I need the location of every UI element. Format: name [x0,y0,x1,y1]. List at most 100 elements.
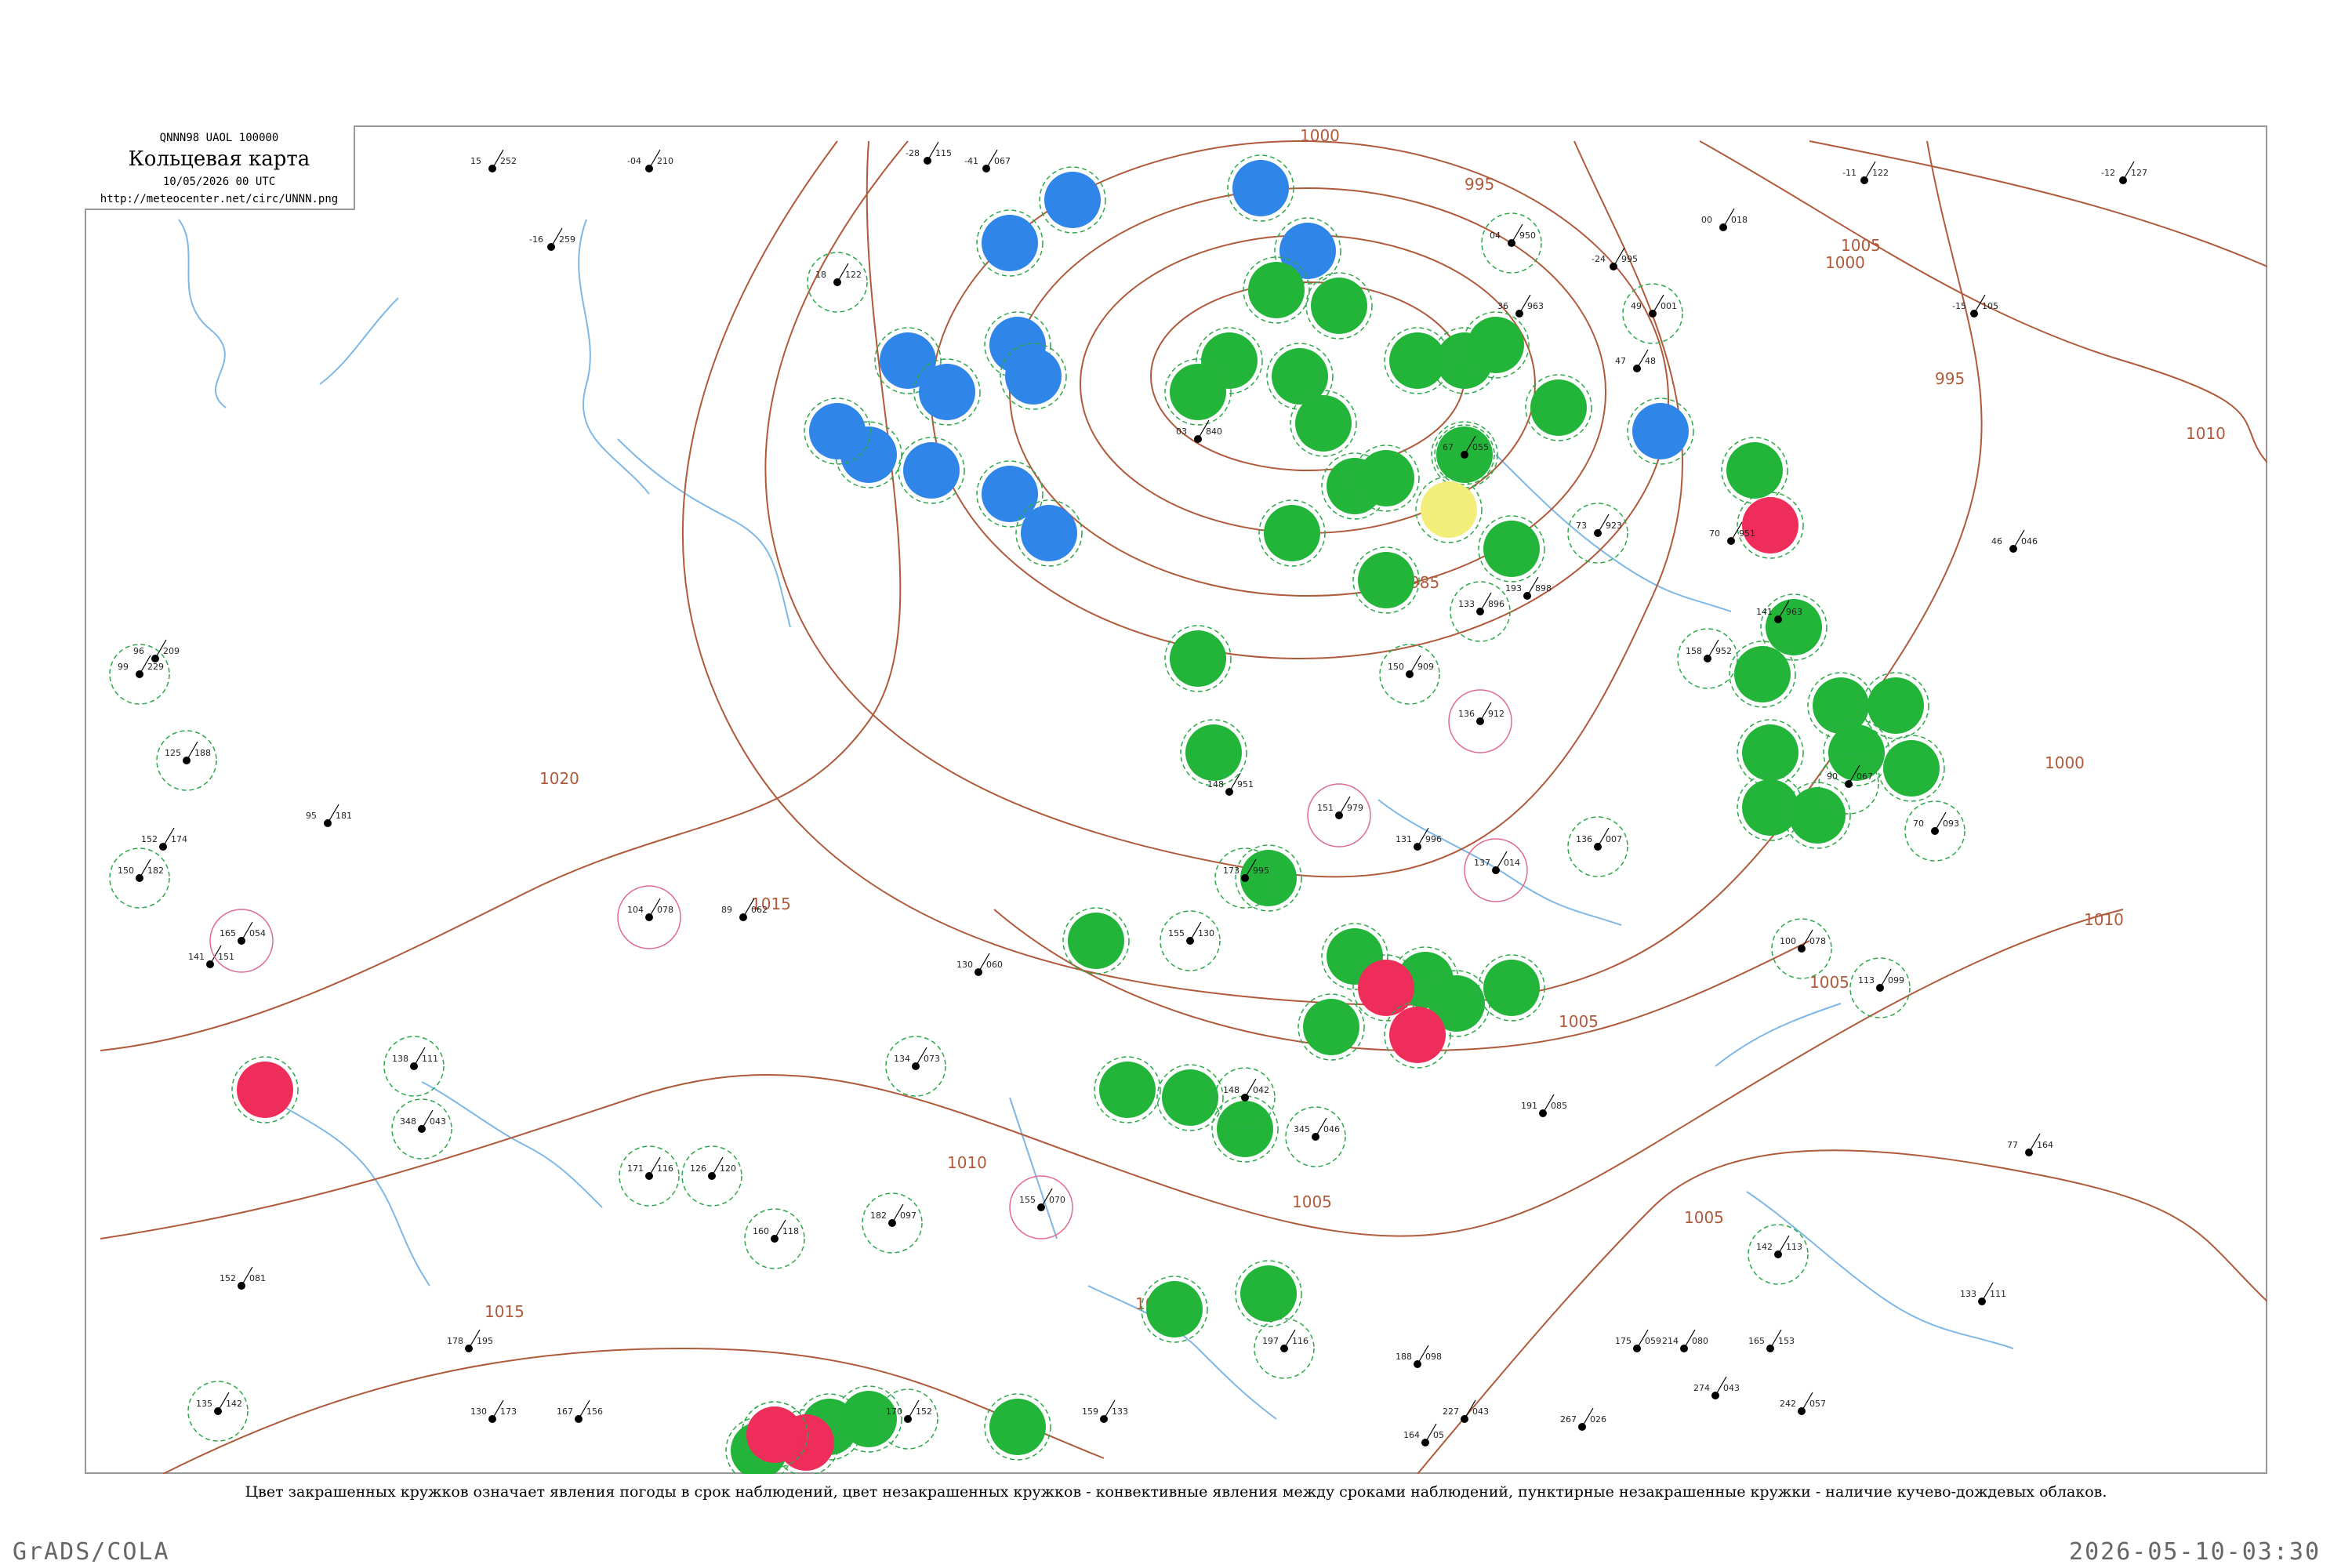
wind-barb [1636,1329,1649,1349]
wind-barb [978,953,990,973]
cb-ring [1862,672,1929,739]
cb-ring [807,252,868,313]
station-temperature: 155 [1168,928,1185,938]
station-pressure: 130 [1198,928,1214,938]
source-url[interactable]: http://meteocenter.net/circ/UNNN.png [100,193,339,205]
weather-circle [1170,630,1226,687]
station-pressure: 001 [1661,301,1677,311]
station-plot[interactable]: 155 130 [1168,921,1214,945]
wind-barb [139,655,151,675]
station-pressure: 173 [500,1406,517,1417]
synoptic-map[interactable]: 1000995100510009951010102010151010100510… [85,125,2267,1474]
wind-barb [1229,772,1241,793]
weather-circle [1883,740,1940,797]
isobar-label: 1000 [1300,126,1340,145]
station-temperature: 274 [1693,1383,1710,1393]
station-temperature: 150 [118,866,134,876]
station-temperature: 100 [1780,936,1796,946]
isobar-label: 1020 [539,769,579,788]
wind-barb [837,263,849,283]
isobar [162,1347,1105,1474]
